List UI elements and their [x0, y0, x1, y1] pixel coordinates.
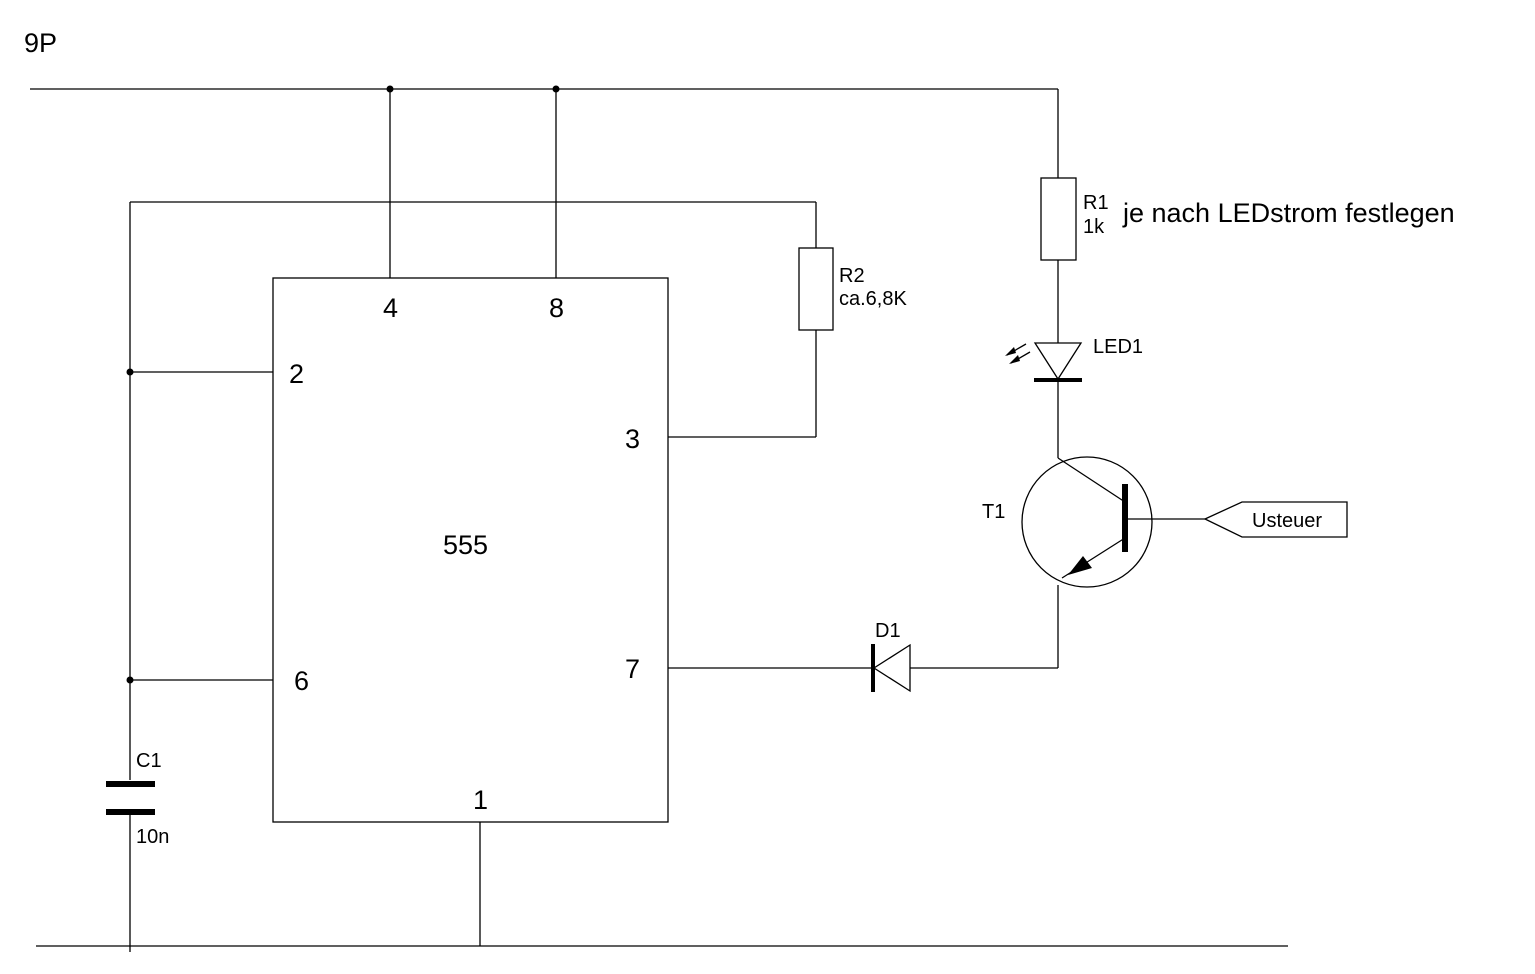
r1-value: 1k	[1083, 216, 1105, 238]
pin-1-label: 1	[473, 785, 488, 815]
r2-value: ca.6,8K	[839, 288, 907, 310]
led1-ref: LED1	[1093, 336, 1143, 358]
ic-555-body	[272, 277, 669, 823]
pin-8-label: 8	[549, 293, 564, 323]
ic-555-label: 555	[443, 530, 488, 560]
led1-emission-arrowhead-1	[1005, 347, 1016, 356]
pin-2-label: 2	[289, 359, 304, 389]
d1-triangle	[872, 643, 911, 693]
t1-ref: T1	[982, 501, 1005, 523]
usteuer-port	[1203, 501, 1348, 538]
usteuer-label: Usteuer	[1252, 510, 1322, 532]
junction-pin6	[126, 676, 134, 684]
c1-value: 10n	[136, 826, 169, 848]
r1-note: je nach LEDstrom festlegen	[1122, 198, 1455, 228]
supply-label: 9P	[24, 28, 57, 58]
t1-emitter-arrow	[1068, 556, 1092, 575]
t1-collector	[1057, 457, 1126, 503]
r1-ref: R1	[1083, 192, 1109, 214]
r2-ref: R2	[839, 265, 865, 287]
pin-7-label: 7	[625, 654, 640, 684]
pin-3-label: 3	[625, 424, 640, 454]
r1-body	[1040, 177, 1077, 261]
junction-pin2	[126, 368, 134, 376]
pin-6-label: 6	[294, 666, 309, 696]
c1-ref: C1	[136, 750, 162, 772]
d1-ref: D1	[875, 620, 901, 642]
r2-body	[798, 247, 834, 331]
led1-emission-arrowhead-2	[1009, 355, 1020, 364]
led1-triangle	[1033, 342, 1083, 381]
pin-4-label: 4	[383, 293, 398, 323]
t1-envelope	[1021, 456, 1153, 588]
